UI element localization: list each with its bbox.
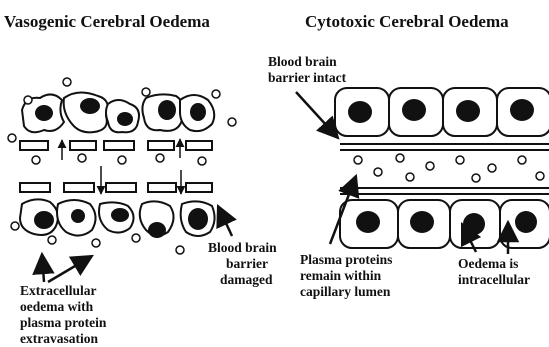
bbb-damaged-line-2: barrier (208, 256, 277, 272)
bbb-damaged-line-1: Blood brain (208, 240, 277, 256)
extracellular-line-2: oedema with (20, 299, 106, 315)
capillary-walls-intact (340, 144, 549, 194)
plasma-proteins-line-2: remain within (300, 268, 392, 284)
plasma-proteins-line-3: capillary lumen (300, 284, 392, 300)
lower-capillary-wall (20, 183, 212, 192)
extracellular-label: Extracellular oedema with plasma protein… (20, 283, 106, 347)
plasma-proteins-label: Plasma proteins remain within capillary … (300, 252, 392, 300)
cytotoxic-panel (296, 88, 549, 254)
vasogenic-title: Vasogenic Cerebral Oedema (4, 12, 210, 32)
bbb-intact-line-1: Blood brain (268, 54, 346, 70)
plasma-proteins-right (354, 154, 544, 182)
upper-capillary-wall (20, 141, 212, 150)
bbb-damaged-line-3: damaged (208, 272, 277, 288)
intracellular-line-1: Oedema is (458, 256, 530, 272)
extracellular-line-4: extravasation (20, 331, 106, 347)
plasma-proteins-line-1: Plasma proteins (300, 252, 392, 268)
intracellular-label: Oedema is intracellular (458, 256, 530, 288)
bbb-intact-line-2: barrier intact (268, 70, 346, 86)
extracellular-line-3: plasma protein (20, 315, 106, 331)
intracellular-line-2: intracellular (458, 272, 530, 288)
bbb-damaged-label: Blood brain barrier damaged (208, 240, 277, 288)
bbb-intact-label: Blood brain barrier intact (268, 54, 346, 86)
cytotoxic-title: Cytotoxic Cerebral Oedema (305, 12, 509, 32)
vasogenic-panel (8, 78, 236, 282)
extracellular-line-1: Extracellular (20, 283, 106, 299)
